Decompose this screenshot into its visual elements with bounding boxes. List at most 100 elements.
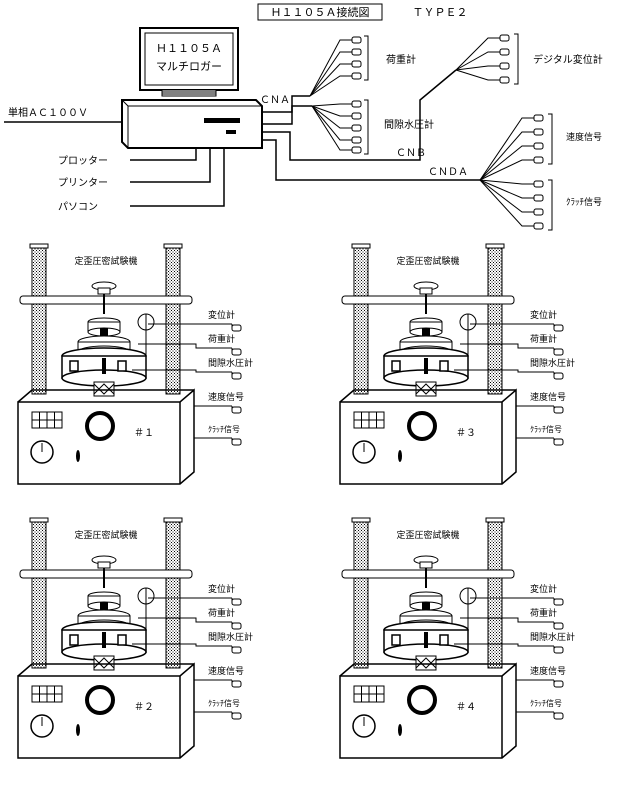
machine-column — [165, 517, 181, 669]
plug-icon — [231, 348, 242, 356]
machine-crossbeam — [19, 295, 193, 305]
sensor-fans — [309, 33, 553, 231]
machine-crossbeam — [341, 569, 515, 579]
plug-icon — [351, 146, 362, 154]
type-label: ＴＹＰＥ２ — [413, 6, 468, 19]
plug-icon — [231, 324, 242, 332]
machine-signal-label: 速度信号 — [208, 391, 244, 403]
peripheral-pc: パソコン — [58, 201, 98, 213]
machine-signal-label: 荷重計 — [530, 333, 557, 345]
machine-id: ＃４ — [456, 701, 476, 713]
power-button — [226, 130, 236, 134]
drive-slot — [204, 118, 240, 123]
plug-icon — [553, 348, 564, 356]
switch-icon — [398, 450, 402, 462]
switch-icon — [76, 724, 80, 736]
machine-signal-label: 変位計 — [208, 309, 235, 321]
machine-column — [353, 517, 369, 669]
speed-dial-icon — [407, 411, 437, 441]
switch-icon — [398, 724, 402, 736]
plug-icon — [351, 36, 362, 44]
machine-signal-label: 荷重計 — [208, 333, 235, 345]
connector-cnda: ＣＮＤＡ — [428, 167, 468, 178]
machine-signal-label: 速度信号 — [530, 391, 566, 403]
logger-label-2: マルチロガー — [156, 60, 222, 73]
plug-icon — [533, 180, 544, 188]
logger-body — [121, 99, 263, 149]
label-load: 荷重計 — [386, 53, 416, 66]
machine-title: 定歪圧密試験機 — [396, 529, 459, 541]
plug-icon — [351, 136, 362, 144]
plug-icon — [553, 438, 564, 446]
plug-icon — [351, 124, 362, 132]
label-digital-disp: デジタル変位計 — [533, 53, 603, 66]
machine-signal-label: ｸﾗｯﾁ信号 — [208, 698, 240, 708]
speed-dial-icon — [85, 411, 115, 441]
switch-icon — [76, 450, 80, 462]
title-text: Ｈ１１０５Ａ接続図 — [271, 5, 370, 19]
plug-icon — [351, 100, 362, 108]
speed-dial-icon — [85, 685, 115, 715]
plug-icon — [231, 406, 242, 414]
plug-icon — [231, 680, 242, 688]
plug-icon — [533, 142, 544, 150]
plug-icon — [231, 622, 242, 630]
peripheral-plotter: プロッター — [58, 155, 108, 167]
machine-title: 定歪圧密試験機 — [74, 529, 137, 541]
machine-signal-label: 荷重計 — [530, 607, 557, 619]
test-machines: 定歪圧密試験機＃１変位計荷重計間隙水圧計速度信号ｸﾗｯﾁ信号定歪圧密試験機＃３変… — [17, 243, 575, 759]
label-pore: 間隙水圧計 — [384, 118, 434, 131]
plug-icon — [533, 208, 544, 216]
machine-column — [165, 243, 181, 395]
machine-signal-label: ｸﾗｯﾁ信号 — [530, 424, 562, 434]
plug-icon — [533, 114, 544, 122]
machine-signal-label: ｸﾗｯﾁ信号 — [530, 698, 562, 708]
plug-icon — [553, 324, 564, 332]
diagram-title: Ｈ１１０５Ａ接続図 — [257, 3, 383, 21]
plug-icon — [499, 62, 510, 70]
label-clutch: ｸﾗｯﾁ信号 — [566, 196, 602, 208]
logger-label-1: Ｈ１１０５Ａ — [156, 42, 222, 55]
plug-icon — [231, 438, 242, 446]
machine-title: 定歪圧密試験機 — [74, 255, 137, 267]
plug-icon — [533, 194, 544, 202]
machine-crossbeam — [341, 295, 515, 305]
machine-signal-label: 間隙水圧計 — [208, 631, 253, 643]
plug-icon — [553, 680, 564, 688]
plug-icon — [499, 76, 510, 84]
load-cell — [415, 655, 437, 671]
plug-icon — [533, 222, 544, 230]
plug-icon — [553, 406, 564, 414]
machine-signal-label: 速度信号 — [530, 665, 566, 677]
load-cell — [415, 381, 437, 397]
plug-icon — [351, 72, 362, 80]
plug-icon — [553, 598, 564, 606]
plug-icon — [231, 598, 242, 606]
peripheral-printer: プリンター — [58, 177, 108, 189]
machine-column — [31, 243, 47, 395]
plug-icon — [351, 48, 362, 56]
machine-column — [353, 243, 369, 395]
plug-icon — [553, 712, 564, 720]
plug-icon — [533, 128, 544, 136]
speed-dial-icon — [407, 685, 437, 715]
load-cell — [93, 381, 115, 397]
plug-icon — [231, 712, 242, 720]
machine-signal-label: ｸﾗｯﾁ信号 — [208, 424, 240, 434]
machine-signal-label: 変位計 — [530, 309, 557, 321]
machine-id: ＃１ — [134, 427, 154, 439]
machine-signal-label: 速度信号 — [208, 665, 244, 677]
machine-id: ＃２ — [134, 701, 154, 713]
power-label: 単相ＡＣ１００Ｖ — [8, 106, 88, 119]
logger-monitor: Ｈ１１０５Ａ マルチロガー — [139, 27, 239, 97]
machine-signal-label: 間隙水圧計 — [530, 631, 575, 643]
plug-icon — [499, 34, 510, 42]
machine-column — [31, 517, 47, 669]
machine-signal-label: 間隙水圧計 — [208, 357, 253, 369]
connector-cables — [262, 69, 480, 181]
connector-cnb: ＣＮＢ — [396, 148, 426, 159]
